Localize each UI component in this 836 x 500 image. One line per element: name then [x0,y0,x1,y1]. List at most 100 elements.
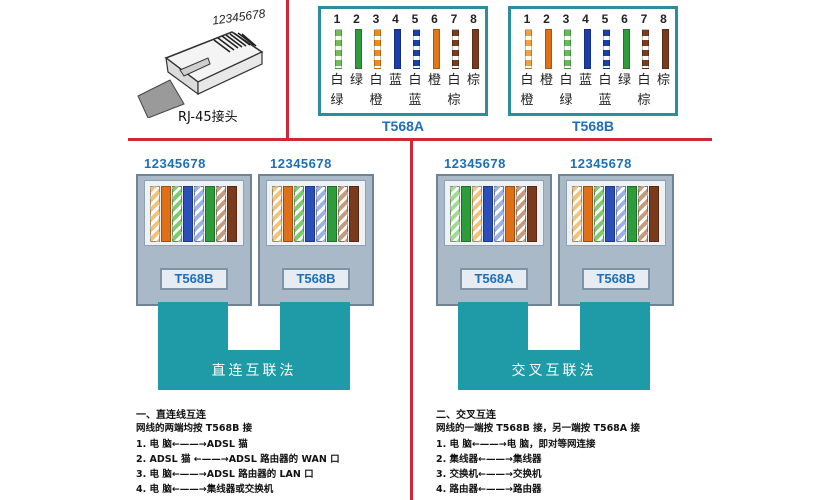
wire-number: 5 [411,12,419,26]
connection-item: 1. 电 脑←——→电 脑，即对等网连接 [436,439,596,450]
wire-strand [642,29,649,69]
wire-color-row1: 绿 [349,73,363,88]
standard-badge: T568B [582,268,650,290]
connector-wire [272,186,282,242]
wire-number: 3 [372,12,380,26]
wire-number: 4 [392,12,399,26]
connector-wire [572,186,582,242]
wire-number: 1 [523,12,531,26]
section-heading: 一、直连线互连 [136,410,206,421]
connector-wire [638,186,648,242]
wire-color-row1: 橙 [539,73,553,88]
wire-color-row2: 棕 [637,93,651,108]
wire-color-row2: 蓝 [408,93,422,108]
connection-item: 3. 电 脑←——→ADSL 路由器的 LAN 口 [136,469,314,480]
wire-color-row1: 白 [559,73,573,88]
wire-color-row1: 绿 [617,73,631,88]
pin-numbers-left: 12345678 [444,156,506,171]
wire-number: 7 [640,12,648,26]
section-heading: 二、交叉互连 [436,410,496,421]
connector-wire [472,186,482,242]
connector-wire [527,186,537,242]
wire-color-row1: 蓝 [578,73,592,88]
divider-vertical-bottom [410,140,413,500]
wire-strand [471,29,479,69]
connector-wire [205,186,215,242]
connector-wire [461,186,471,242]
connector-wire [450,186,460,242]
wire-color-row2: 绿 [330,93,344,108]
rj45-connector: T568B [258,174,374,306]
wire-color-row1: 白 [408,73,422,88]
standard-badge: T568B [160,268,228,290]
wire-color-row1: 蓝 [388,73,402,88]
connection-item: 4. 电 脑←——→集线器或交换机 [136,484,274,495]
connector-wire [327,186,337,242]
connector-wire [494,186,504,242]
cable-label: 直连互联法 [211,363,297,379]
wire-number: 8 [660,12,667,26]
connector-wire [516,186,526,242]
wire-color-row1: 棕 [466,73,480,88]
wire-color-row2: 棕 [447,93,461,108]
wire-strand [335,29,342,69]
connector-wire [594,186,604,242]
connection-item: 4. 路由器←——→路由器 [436,484,542,495]
pin-numbers-right: 12345678 [270,156,332,171]
connector-wire [283,186,293,242]
wire-color-row2: 橙 [520,93,534,108]
standard-badge: T568A [460,268,528,290]
pin-numbers-left: 12345678 [144,156,206,171]
connection-item: 3. 交换机←——→交换机 [436,469,542,480]
wire-strand [452,29,459,69]
connector-wire [627,186,637,242]
wire-color-row1: 白 [598,73,612,88]
connector-wire [294,186,304,242]
wire-color-row2: 绿 [559,93,573,108]
divider-vertical-top [286,0,289,140]
rj45-plug-illustration: 12345678 RJ-45接头 [130,2,280,136]
connector-wire [649,186,659,242]
wire-number: 5 [601,12,609,26]
wire-color-row2: 蓝 [598,93,612,108]
wire-number: 1 [333,12,341,26]
cable-label: 交叉互联法 [511,363,597,379]
wire-strand [413,29,420,69]
rj45-connector: T568B [136,174,252,306]
wire-number: 6 [431,12,438,26]
wire-number: 4 [582,12,589,26]
connector-wire [194,186,204,242]
connector-wire [172,186,182,242]
section-subheading: 网线的两端均按 T568B 接 [136,423,253,434]
connector-wire [483,186,493,242]
plug-caption: RJ-45接头 [178,110,238,125]
wire-strand [544,29,552,69]
wire-number: 8 [470,12,477,26]
wire-color-row1: 橙 [427,73,441,88]
connector-wire [161,186,171,242]
wire-strand [603,29,610,69]
connector-wire [605,186,615,242]
pin-numbers-right: 12345678 [570,156,632,171]
wire-strand [374,29,381,69]
cable-bottom [158,350,350,390]
wire-number: 2 [543,12,550,26]
connector-wire [227,186,237,242]
wire-strand [354,29,362,69]
rj45-connector: T568B [558,174,674,306]
standard-name: T568B [571,118,615,134]
wire-strand [525,29,532,69]
section-subheading: 网线的一端按 T568B 接，另一端按 T568A 接 [436,423,640,434]
connection-item: 1. 电 脑←——→ADSL 猫 [136,439,248,450]
rj45-connector: T568A [436,174,552,306]
wire-strand [564,29,571,69]
wire-color-row2: 橙 [369,93,383,108]
connector-wire [616,186,626,242]
wire-number: 2 [353,12,360,26]
wire-number: 3 [562,12,570,26]
standard-badge: T568B [282,268,350,290]
wire-color-row1: 白 [520,73,534,88]
cable-bottom [458,350,650,390]
